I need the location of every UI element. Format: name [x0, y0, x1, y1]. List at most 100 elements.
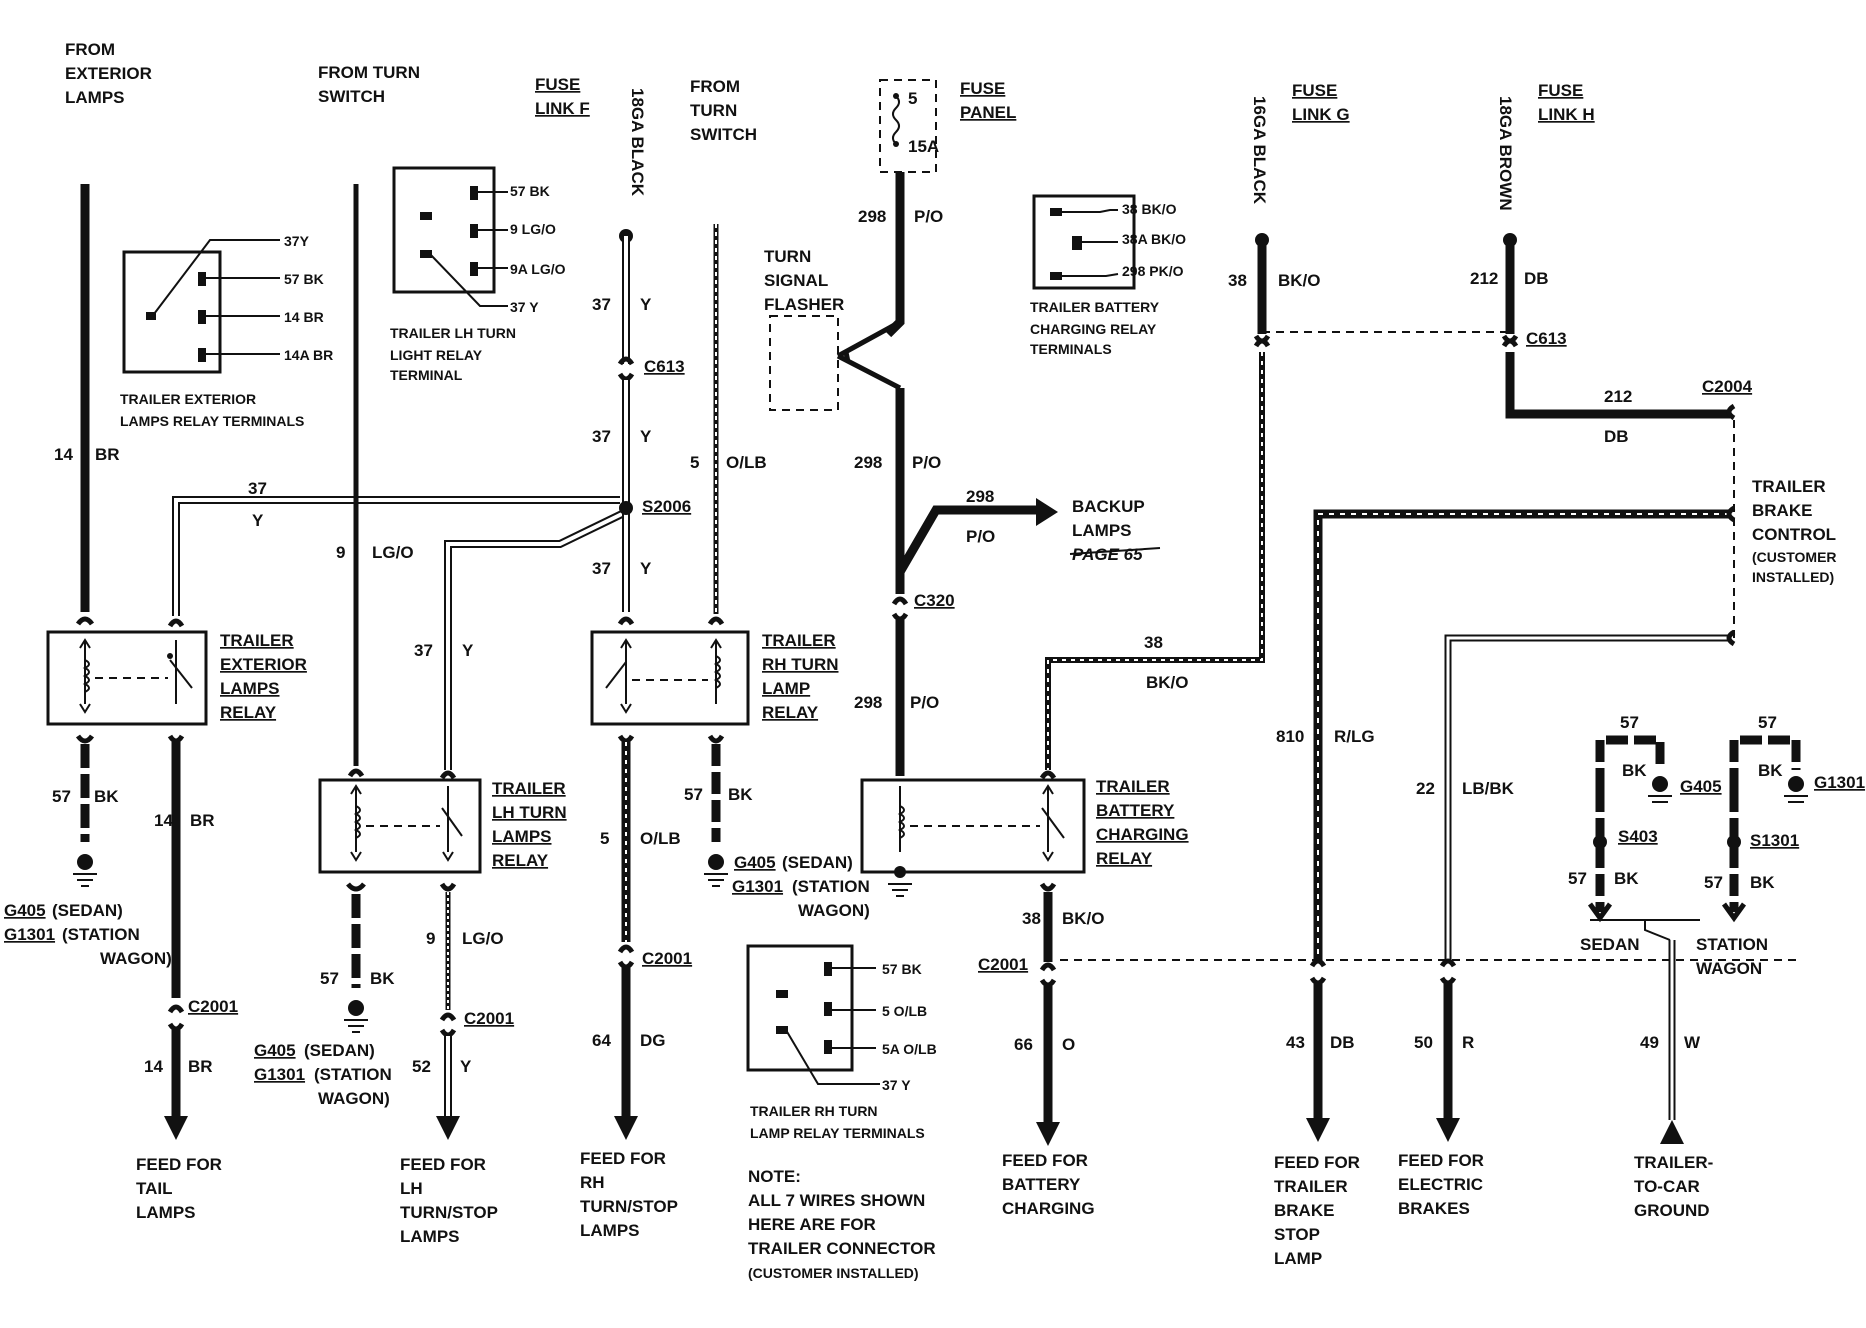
feed-rh-turn: FEED FOR RH TURN/STOP LAMPS [580, 1149, 678, 1240]
svg-text:LINK H: LINK H [1538, 105, 1595, 124]
ground-icon [1784, 795, 1808, 803]
svg-text:WAGON): WAGON) [318, 1089, 390, 1108]
svg-text:C613: C613 [644, 357, 685, 376]
flasher: TURN SIGNAL FLASHER [764, 247, 902, 411]
svg-text:FEED FOR: FEED FOR [580, 1149, 666, 1168]
svg-text:57 BK: 57 BK [882, 961, 922, 977]
svg-text:LAMPS: LAMPS [1072, 521, 1132, 540]
svg-text:FROM: FROM [65, 40, 115, 59]
svg-text:5: 5 [600, 829, 609, 848]
svg-text:(STATION: (STATION [62, 925, 140, 944]
relay-battery-charging: TRAILER BATTERY CHARGING RELAY [860, 777, 1189, 897]
svg-text:FUSE: FUSE [535, 75, 580, 94]
svg-text:37 Y: 37 Y [510, 299, 539, 315]
note: NOTE: ALL 7 WIRES SHOWN HERE ARE FOR TRA… [748, 1167, 936, 1281]
svg-text:38: 38 [1228, 271, 1247, 290]
svg-text:Y: Y [640, 427, 652, 446]
svg-text:FEED FOR: FEED FOR [136, 1155, 222, 1174]
svg-text:5 O/LB: 5 O/LB [882, 1003, 927, 1019]
svg-text:BATTERY: BATTERY [1096, 801, 1175, 820]
svg-text:C2001: C2001 [642, 949, 692, 968]
fuse-panel: 5 15A FUSE PANEL [879, 79, 1016, 173]
arrow-down-icon [164, 1116, 188, 1140]
feed-lh-turn: FEED FOR LH TURN/STOP LAMPS [400, 1155, 498, 1246]
svg-text:WAGON: WAGON [1696, 959, 1762, 978]
arrow-down-icon [614, 1116, 638, 1140]
svg-text:P/O: P/O [910, 693, 939, 712]
svg-text:RELAY: RELAY [492, 851, 549, 870]
wire-38-bko: 38 BK/O 38 BK/O [1039, 233, 1510, 780]
svg-text:TRAILER CONNECTOR: TRAILER CONNECTOR [748, 1239, 936, 1258]
svg-text:RELAY: RELAY [762, 703, 819, 722]
svg-text:57: 57 [684, 785, 703, 804]
svg-text:S1301: S1301 [1750, 831, 1799, 850]
svg-text:TRAILER-: TRAILER- [1634, 1153, 1713, 1172]
svg-text:(STATION: (STATION [792, 877, 870, 896]
svg-text:G1301: G1301 [4, 925, 55, 944]
arrow-right-icon [1036, 498, 1058, 526]
svg-text:BR: BR [95, 445, 120, 464]
svg-text:14A BR: 14A BR [284, 347, 333, 363]
svg-text:37: 37 [248, 479, 267, 498]
svg-text:14: 14 [54, 445, 73, 464]
svg-text:LAMPS: LAMPS [400, 1227, 460, 1246]
svg-text:P/O: P/O [966, 527, 995, 546]
wire-49-w: 49 W [1590, 919, 1701, 1144]
source-turn-switch-1: FROM TURN SWITCH [318, 63, 420, 106]
svg-text:57: 57 [320, 969, 339, 988]
svg-text:64: 64 [592, 1031, 611, 1050]
flasher-box [769, 315, 839, 411]
svg-text:298: 298 [854, 453, 882, 472]
svg-text:G1301: G1301 [732, 877, 783, 896]
ground-icon [77, 854, 93, 870]
svg-text:FEED FOR: FEED FOR [1398, 1151, 1484, 1170]
svg-text:PANEL: PANEL [960, 103, 1016, 122]
svg-text:HERE ARE FOR: HERE ARE FOR [748, 1215, 876, 1234]
svg-text:BRAKES: BRAKES [1398, 1199, 1470, 1218]
svg-text:9: 9 [426, 929, 435, 948]
svg-text:BK/O: BK/O [1146, 673, 1189, 692]
wire-5-olb-lower: 5 O/LB C2001 64 DG [592, 734, 692, 1140]
source-exterior-lamps: FROM EXTERIOR LAMPS [65, 40, 152, 107]
svg-text:DB: DB [1330, 1033, 1355, 1052]
svg-text:TURN: TURN [764, 247, 811, 266]
gauge-label-f: 18GA BLACK [628, 88, 647, 197]
svg-text:TURN/STOP: TURN/STOP [580, 1197, 678, 1216]
terminal-box-exterior: 37Y 57 BK 14 BR 14A BR TRAILER EXTERIOR … [120, 233, 333, 429]
svg-text:57 BK: 57 BK [510, 183, 550, 199]
wire-5-olb: 5 O/LB [690, 224, 767, 626]
wire-57-bk-lh: 57 BK [320, 882, 395, 1033]
svg-text:PAGE 65: PAGE 65 [1072, 545, 1143, 564]
feed-tail-lamps: FEED FOR TAIL LAMPS [136, 1155, 222, 1222]
svg-text:STATION: STATION [1696, 935, 1768, 954]
svg-text:C320: C320 [914, 591, 955, 610]
svg-text:TRAILER BATTERY: TRAILER BATTERY [1030, 299, 1160, 315]
svg-text:FLASHER: FLASHER [764, 295, 844, 314]
svg-text:C613: C613 [1526, 329, 1567, 348]
svg-text:LAMPS: LAMPS [136, 1203, 196, 1222]
svg-text:Y: Y [640, 559, 652, 578]
svg-text:212: 212 [1604, 387, 1632, 406]
terminal-box-rh-turn: 57 BK 5 O/LB 5A O/LB 37 Y TRAILER RH TUR… [746, 944, 937, 1141]
svg-text:SEDAN: SEDAN [1580, 935, 1640, 954]
ground-label-ext: G405 (SEDAN) G1301 (STATION WAGON) [4, 901, 172, 968]
svg-text:BK: BK [94, 787, 119, 806]
ground-label-lh: G405 (SEDAN) G1301 (STATION WAGON) [254, 1041, 392, 1108]
wire-57-bk-ext: 57 BK [52, 734, 119, 887]
gauge-label-g: 16GA BLACK [1250, 96, 1269, 205]
svg-text:G1301: G1301 [254, 1065, 305, 1084]
ground-icon [708, 854, 724, 870]
svg-text:TO-CAR: TO-CAR [1634, 1177, 1700, 1196]
svg-text:S2006: S2006 [642, 497, 691, 516]
svg-text:WAGON): WAGON) [100, 949, 172, 968]
svg-text:LG/O: LG/O [372, 543, 414, 562]
svg-text:R/LG: R/LG [1334, 727, 1375, 746]
wire-212-db: 212 DB C613 212 DB C2004 [1470, 233, 1753, 446]
svg-text:LAMPS: LAMPS [65, 88, 125, 107]
svg-text:TRAILER: TRAILER [1752, 477, 1826, 496]
svg-text:G1301: G1301 [1814, 773, 1865, 792]
arrow-up-icon [1660, 1120, 1684, 1144]
source-turn-switch-2: FROM TURN SWITCH [690, 77, 757, 144]
svg-text:57: 57 [1704, 873, 1723, 892]
svg-text:57: 57 [1620, 713, 1639, 732]
